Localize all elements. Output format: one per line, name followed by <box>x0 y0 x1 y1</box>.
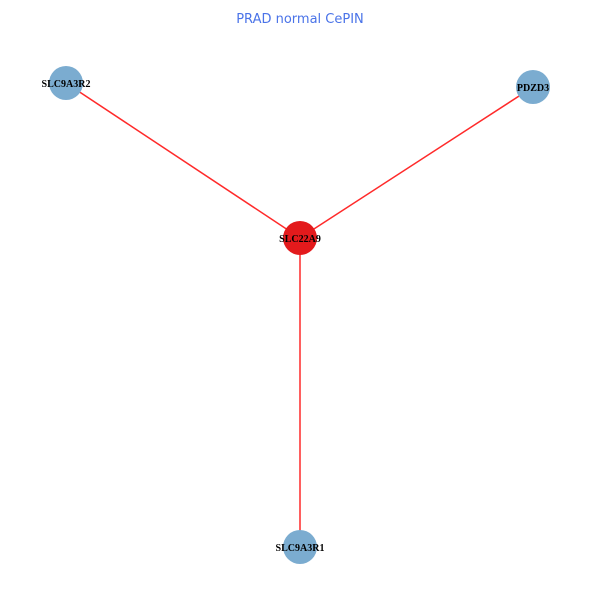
node-SLC9A3R1[interactable]: SLC9A3R1 <box>276 530 325 564</box>
node-SLC9A3R2[interactable]: SLC9A3R2 <box>42 66 91 100</box>
edge-SLC22A9-SLC9A3R2 <box>65 82 301 239</box>
node-circle[interactable] <box>283 530 317 564</box>
node-label: PDZD3 <box>517 83 549 94</box>
diagram-title: PRAD normal CePIN <box>236 12 364 27</box>
node-circle[interactable] <box>283 221 317 255</box>
node-SLC22A9[interactable]: SLC22A9 <box>279 221 321 255</box>
edge-SLC22A9-PDZD3 <box>299 86 534 239</box>
node-PDZD3[interactable]: PDZD3 <box>516 70 550 104</box>
node-label: SLC9A3R2 <box>42 79 91 90</box>
node-circle[interactable] <box>516 70 550 104</box>
node-label: SLC22A9 <box>279 234 321 245</box>
node-circle[interactable] <box>49 66 83 100</box>
node-label: SLC9A3R1 <box>276 543 325 554</box>
